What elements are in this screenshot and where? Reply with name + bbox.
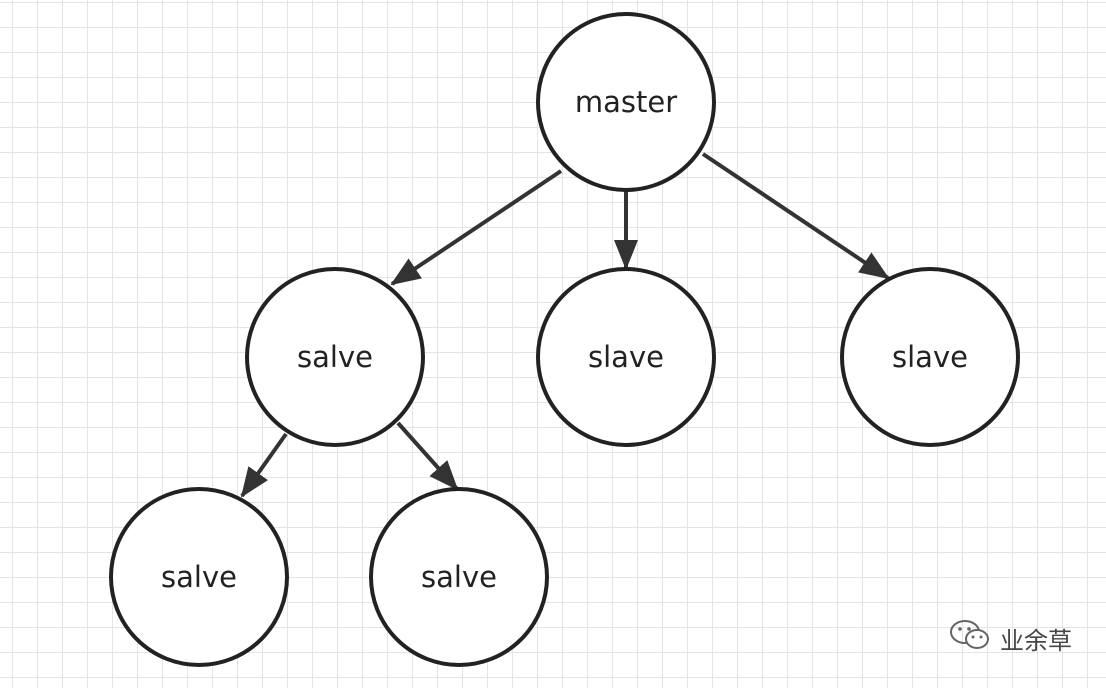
- node-slave-right-label: slave: [892, 340, 968, 374]
- wechat-icon: [948, 618, 992, 658]
- node-slave-middle: slave: [536, 267, 716, 447]
- edges: [240, 152, 890, 498]
- node-slave-left: salve: [245, 267, 425, 447]
- edge-master-to-slave-right: [701, 152, 890, 280]
- node-master: master: [536, 12, 716, 192]
- node-slave-left-label: salve: [297, 340, 373, 374]
- node-child-left-label: salve: [161, 560, 237, 594]
- node-child-left: salve: [109, 487, 289, 667]
- node-slave-middle-label: slave: [588, 340, 664, 374]
- edge-slave-left-to-child-left: [240, 432, 288, 498]
- edge-slave-left-to-child-right: [396, 421, 459, 491]
- edge-master-to-slave-left: [390, 169, 563, 286]
- node-slave-right: slave: [840, 267, 1020, 447]
- node-child-right-label: salve: [421, 560, 497, 594]
- watermark: 业余草: [948, 618, 1072, 658]
- watermark-text: 业余草: [1000, 626, 1072, 655]
- node-master-label: master: [575, 85, 677, 119]
- node-child-right: salve: [369, 487, 549, 667]
